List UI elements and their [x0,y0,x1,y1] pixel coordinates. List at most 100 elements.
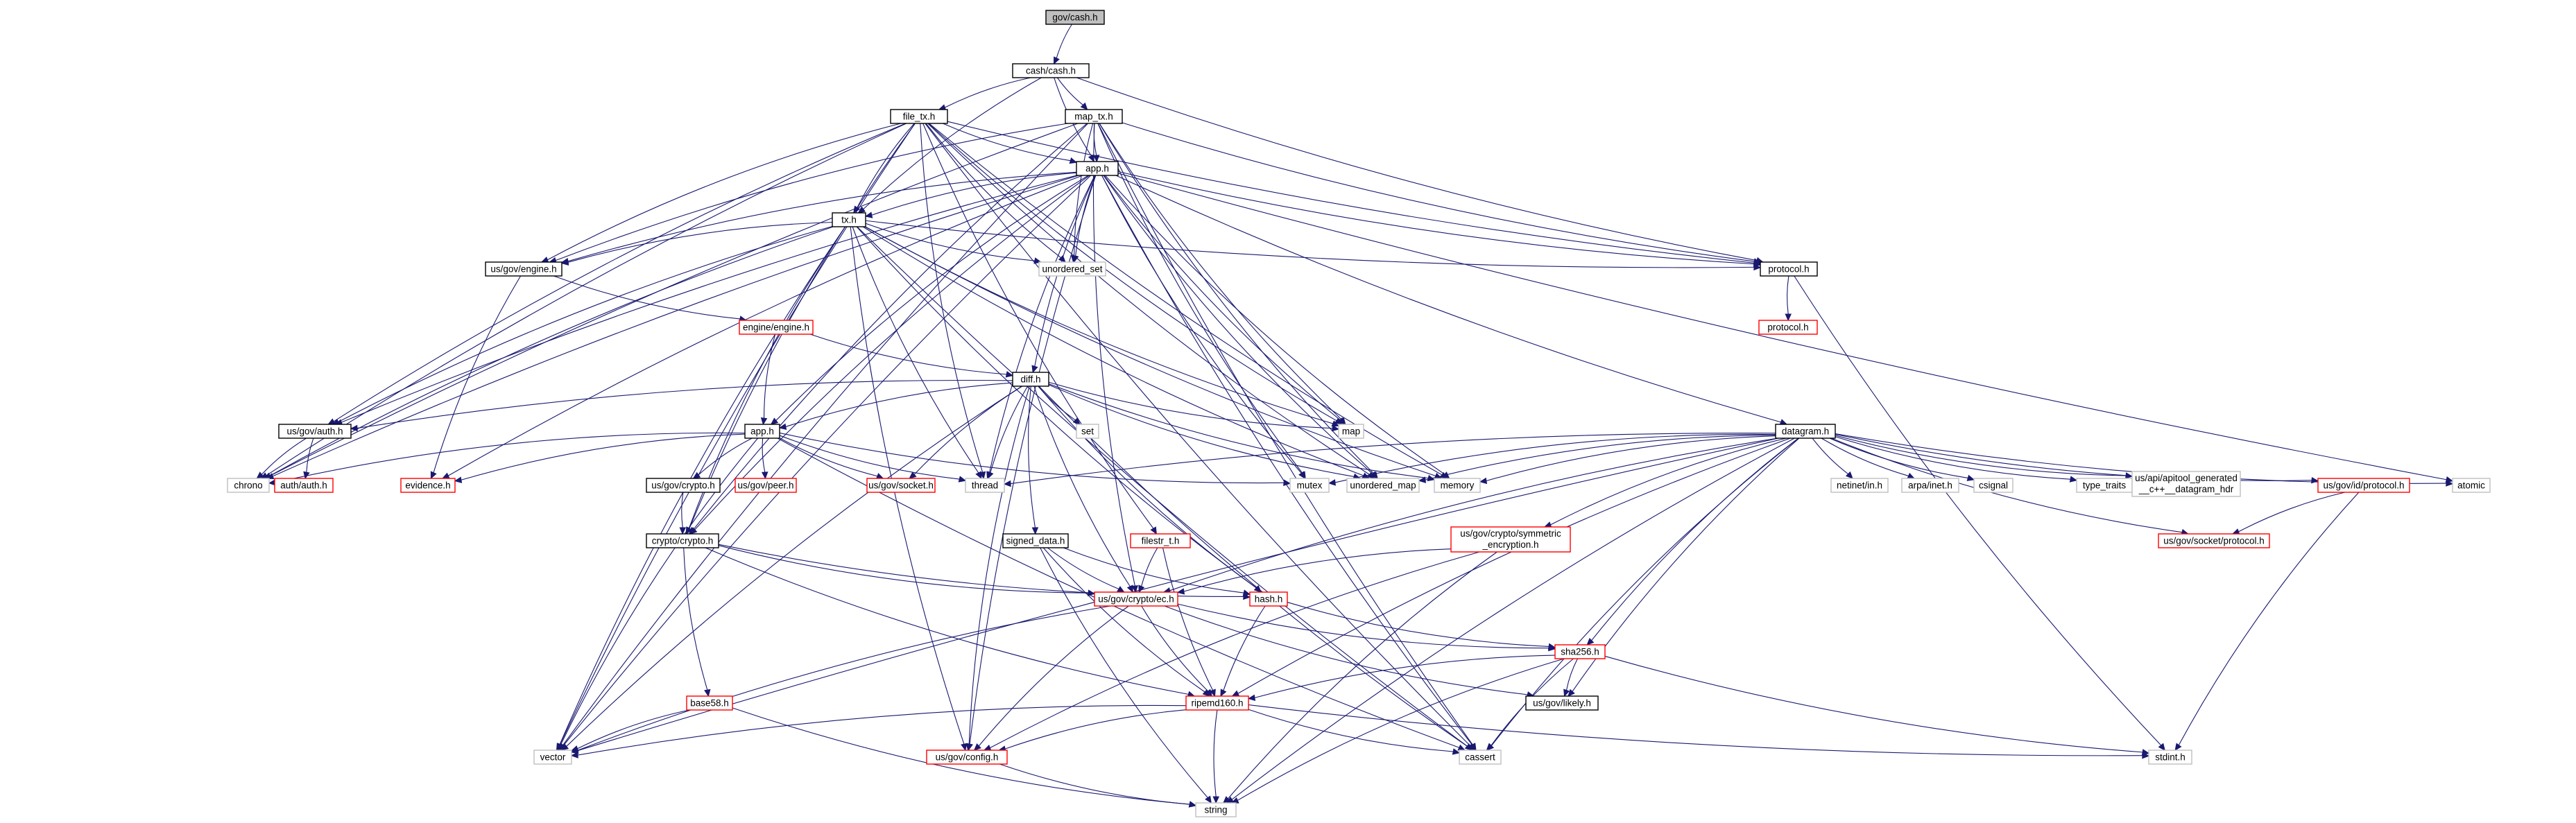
node-label: signed_data.h [1006,536,1065,546]
edge-datagram-to-csignal [1829,438,1975,481]
edge-filestr-to-ripemd [1162,547,1216,698]
node-peer[interactable]: us/gov/peer.h [735,478,797,493]
node-label: cassert [1465,752,1495,763]
node-signed-data[interactable]: signed_data.h [1002,533,1069,548]
edge-tx-to-engine_us [560,222,833,266]
edge-file_tx-to-memory [929,123,1448,479]
edge-app-to-memory [1104,175,1450,479]
node-label: file_tx.h [903,112,936,122]
node-ripemd[interactable]: ripemd160.h [1185,695,1249,711]
node-mutex: mutex [1289,478,1330,493]
edge-ec-to-config [973,605,1129,751]
node-base58[interactable]: base58.h [686,695,733,711]
node-label: us/gov/crypto/symmetric_encryption.h [1460,528,1561,550]
node-label: us/gov/crypto/ec.h [1098,594,1174,605]
node-evidence[interactable]: evidence.h [400,478,456,493]
node-engine-us[interactable]: us/gov/engine.h [485,261,563,277]
edge-app2-to-evidence [454,433,746,483]
node-auth[interactable]: us/gov/auth.h [278,424,352,439]
node-root[interactable]: gov/cash.h [1045,10,1105,25]
node-label: diff.h [1020,374,1040,385]
node-diff[interactable]: diff.h [1012,372,1049,387]
node-chrono: chrono [227,478,270,493]
edge-datagram-to-string [1226,438,1795,804]
node-id-protocol[interactable]: us/gov/id/protocol.h [2317,478,2410,493]
node-filestr[interactable]: filestr_t.h [1130,533,1191,548]
node-label: sha256.h [1561,647,1599,657]
edge-datagram-to-ripemd [1231,438,1791,697]
node-label: us/gov/crypto.h [651,480,715,491]
node-datagram[interactable]: datagram.h [1775,424,1836,439]
edge-engine_us-to-evidence [430,275,522,480]
node-thread: thread [965,478,1005,493]
edge-engine_engine-to-app2 [760,333,776,426]
edge-signed_data-to-ec [1047,547,1125,593]
edge-ripemd-to-cassert [1248,709,1461,755]
node-symmetric[interactable]: us/gov/crypto/symmetric_encryption.h [1450,526,1571,553]
edge-ripemd-to-string [1212,709,1220,804]
node-hash[interactable]: hash.h [1249,591,1288,607]
node-label: vector [540,752,566,763]
node-label: us/gov/socket.h [868,480,934,491]
edge-crypto_crypto-to-ripemd [705,547,1196,698]
edge-diff-to-app2 [778,382,1013,431]
edge-ec-to-vector [570,605,1111,754]
node-config[interactable]: us/gov/config.h [926,750,1008,765]
node-gov-crypto[interactable]: us/gov/crypto.h [646,478,721,493]
edge-cash-to-file_tx [938,77,1031,111]
node-map-tx[interactable]: map_tx.h [1065,109,1123,124]
edge-diff-to-map [1048,381,1340,432]
node-socket[interactable]: us/gov/socket.h [866,478,936,493]
node-label: memory [1441,480,1475,491]
node-engine-engine[interactable]: engine/engine.h [739,320,814,335]
edge-datagram-to-thread [1003,433,1776,487]
node-label: protocol.h [1767,322,1808,333]
node-label: base58.h [690,698,729,709]
edge-cash-to-protocol [1076,77,1764,264]
node-ec[interactable]: us/gov/crypto/ec.h [1094,591,1178,607]
node-label: mutex [1297,480,1323,491]
edge-tx-to-unordered_map [862,226,1370,479]
node-type-traits: type_traits [2076,478,2133,493]
node-cash[interactable]: cash/cash.h [1012,63,1090,78]
node-label: gov/cash.h [1052,12,1097,23]
edge-engine_us-to-engine_engine [553,275,747,322]
node-app[interactable]: app.h [1076,161,1119,176]
edge-app-to-tx [864,172,1077,218]
node-auth-auth[interactable]: auth/auth.h [274,478,334,493]
node-protocol-r[interactable]: protocol.h [1758,320,1818,335]
edge-diff-to-vector [560,385,1022,751]
node-crypto-crypto[interactable]: crypto/crypto.h [646,533,719,548]
edge-datagram-to-arpa [1821,438,1916,479]
edge-symmetric-to-string [1222,551,1497,804]
edge-diff-to-thread [987,385,1029,480]
edge-datagram-to-netinet [1812,438,1853,479]
node-label: protocol.h [1768,264,1809,275]
edge-diff-to-config [965,385,1030,752]
node-stdint: stdint.h [2148,750,2192,765]
node-label: auth/auth.h [280,480,327,491]
edge-map_tx-to-map [1099,123,1346,425]
node-app2[interactable]: app.h [744,424,780,439]
node-label: hash.h [1255,594,1283,605]
node-label: chrono [234,480,262,491]
node-label: us/api/apitool_generated__c++__datagram_… [2135,473,2238,494]
edge-file_tx-to-map [928,123,1343,425]
node-likely[interactable]: us/gov/likely.h [1525,695,1599,711]
edge-symmetric-to-ec [1176,548,1452,595]
node-protocol[interactable]: protocol.h [1760,261,1818,277]
node-label: unordered_set [1042,264,1102,275]
edge-app2-to-chrono [268,432,746,486]
node-label: csignal [1979,480,2008,491]
node-socket-protocol[interactable]: us/gov/socket/protocol.h [2158,533,2270,548]
edge-signed_data-to-hash [1063,547,1251,596]
edge-ec-to-sha256 [1177,603,1556,652]
edge-tx-to-thread [852,226,982,480]
node-label: engine/engine.h [743,322,809,333]
edge-diff-to-signed_data [1028,385,1039,535]
edge-diff-to-cassert [1038,385,1473,751]
node-unordered-map: unordered_map [1346,478,1420,493]
node-tx[interactable]: tx.h [832,212,866,227]
node-sha256[interactable]: sha256.h [1554,644,1606,659]
node-file-tx[interactable]: file_tx.h [890,109,948,124]
